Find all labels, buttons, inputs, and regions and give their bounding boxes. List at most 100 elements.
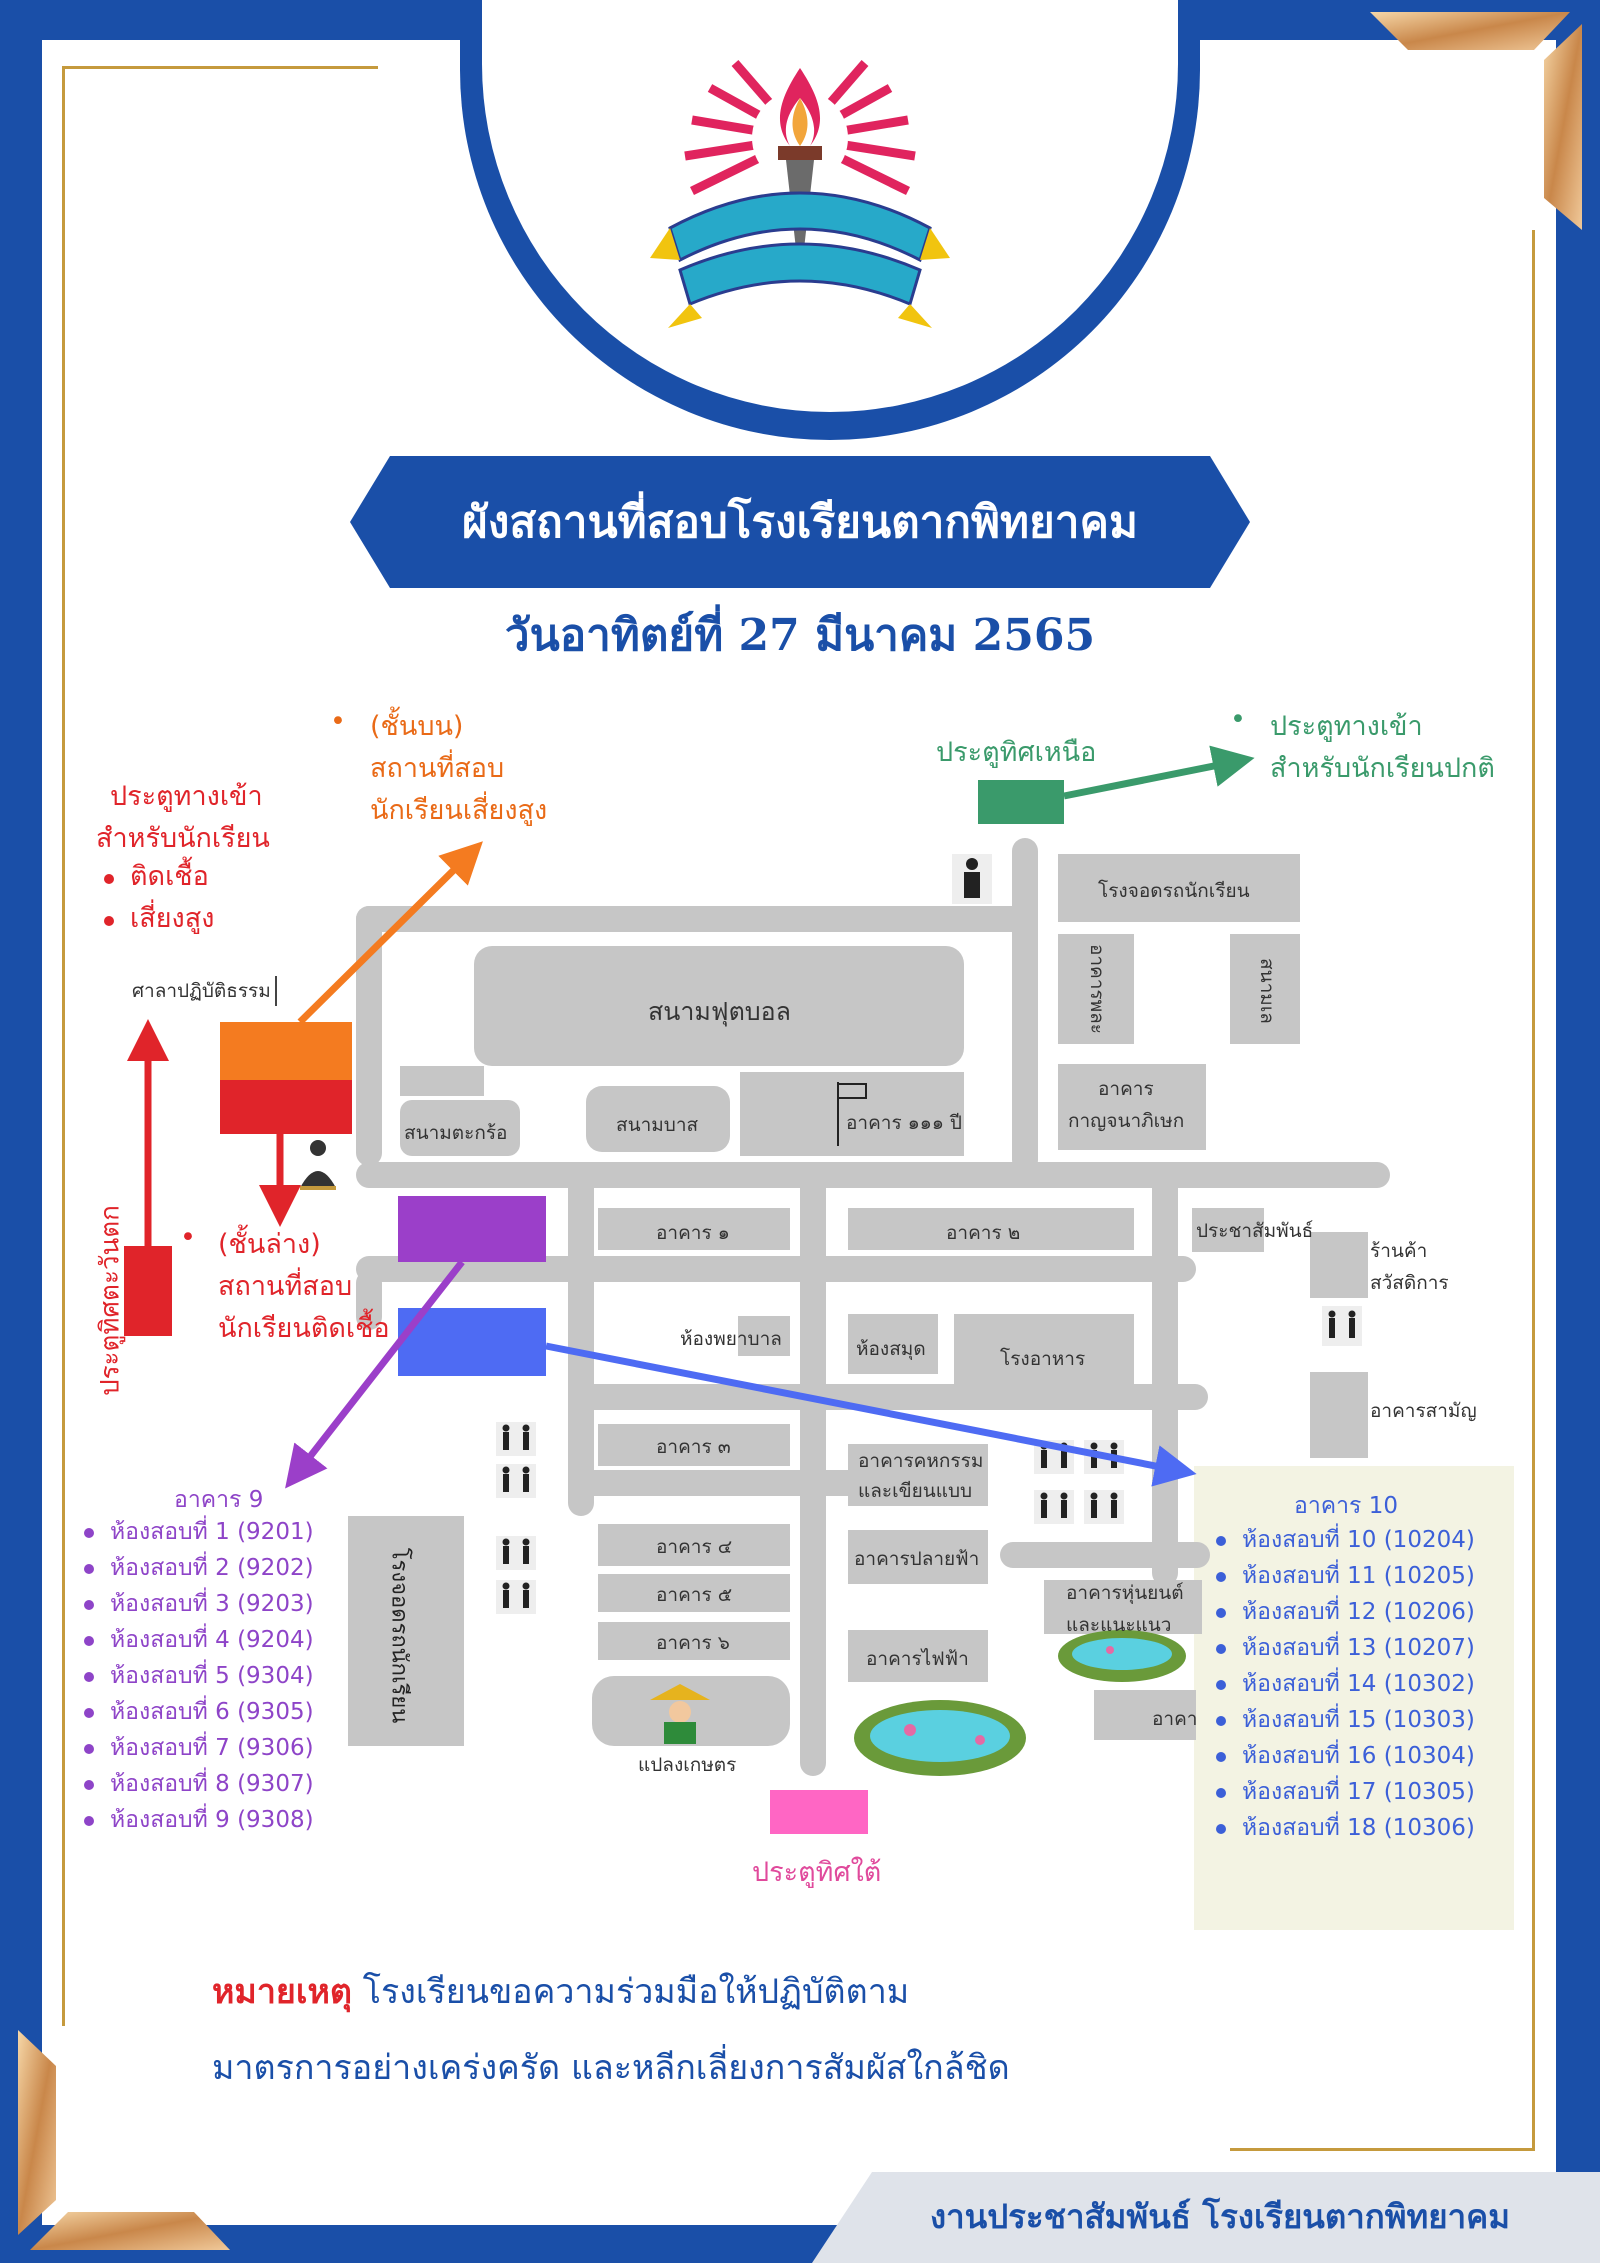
farmer-icon — [650, 1684, 710, 1744]
title-banner — [350, 456, 1250, 588]
south-gate-label: ประตูทิศใต้ — [752, 1857, 882, 1888]
pond-icons — [854, 1630, 1186, 1776]
left-gate-title-2: สำหรับนักเรียน — [96, 823, 270, 854]
takraw-label: สนามตะกร้อ — [404, 1122, 508, 1144]
torch-logo-icon — [650, 60, 950, 328]
corner-ornament-top-right — [1370, 12, 1582, 230]
upper-floor-line2: สถานที่สอบ — [370, 753, 505, 784]
note-text-1: โรงเรียนขอความร่วมมือให้ปฏิบัติตาม — [362, 1972, 910, 2012]
list-item: ห้องสอบที่ 7 (9306) — [80, 1730, 314, 1766]
footer-text: งานประชาสัมพันธ์ โรงเรียนตากพิทยาคม — [930, 2196, 1510, 2236]
b5-label: อาคาร ๕ — [656, 1584, 733, 1606]
basketball-label: สนามบาส — [616, 1114, 699, 1136]
exam-date: วันอาทิตย์ที่ 27 มีนาคม 2565 — [504, 610, 1096, 661]
upper-floor-bullet: • — [330, 706, 346, 737]
partial-building-label: อาคา — [1152, 1708, 1198, 1730]
building10-marker — [398, 1308, 546, 1376]
north-gate-marker — [978, 780, 1064, 824]
football-label: สนามฟุตบอล — [648, 997, 792, 1026]
library-label: ห้องสมุด — [856, 1338, 926, 1360]
parking-top-label: โรงจอดรถนักเรียน — [1098, 880, 1250, 902]
list-item: ห้องสอบที่ 15 (10303) — [1212, 1702, 1475, 1738]
north-gate-label: ประตูทิศเหนือ — [936, 737, 1097, 768]
b4-label: อาคาร ๔ — [656, 1536, 733, 1558]
b3-label: อาคาร ๓ — [656, 1436, 731, 1458]
pr-label: ประชาสัมพันธ์ — [1196, 1220, 1314, 1242]
list-item: ห้องสอบที่ 2 (9202) — [80, 1550, 314, 1586]
list-item: ห้องสอบที่ 16 (10304) — [1212, 1738, 1475, 1774]
upper-floor-line1: (ชั้นบน) — [370, 711, 464, 742]
list-item: ห้องสอบที่ 3 (9203) — [80, 1586, 314, 1622]
building10-panel — [1194, 1466, 1514, 1930]
north-entry-bullet: • — [1230, 704, 1246, 735]
building10-title: อาคาร 10 — [1294, 1493, 1398, 1519]
gold-line-left — [62, 66, 65, 2026]
page-title: ผังสถานที่สอบโรงเรียนตากพิทยาคม — [462, 497, 1138, 548]
note-label: หมายเหตุ — [212, 1972, 352, 2012]
building9-title: อาคาร 9 — [174, 1487, 264, 1513]
general-building-label: อาคารสามัญ — [1370, 1400, 1477, 1422]
list-item: ห้องสอบที่ 1 (9201) — [80, 1514, 314, 1550]
b2-label: อาคาร ๒ — [946, 1222, 1021, 1244]
left-gate-list: ติดเชื้อ เสี่ยงสูง — [100, 856, 214, 940]
sports-building-label: อาคารพละ — [1086, 943, 1109, 1035]
b111-label: อาคาร ๑๑๑ ปี — [846, 1112, 962, 1134]
list-item: ห้องสอบที่ 10 (10204) — [1212, 1522, 1475, 1558]
b1-label: อาคาร ๑ — [656, 1222, 730, 1244]
building9-room-list: ห้องสอบที่ 1 (9201) ห้องสอบที่ 2 (9202) … — [80, 1514, 314, 1838]
list-item: ติดเชื้อ — [100, 856, 214, 898]
list-item: ห้องสอบที่ 14 (10302) — [1212, 1666, 1475, 1702]
list-item: ห้องสอบที่ 11 (10205) — [1212, 1558, 1475, 1594]
b6-label: อาคาร ๖ — [656, 1632, 730, 1654]
corner-ornament-bottom-left — [18, 2030, 230, 2250]
kanchana-label: อาคาร — [1098, 1078, 1154, 1100]
electric-label: อาคารไฟฟ้า — [866, 1648, 969, 1670]
list-item: เสี่ยงสูง — [100, 898, 214, 940]
list-item: ห้องสอบที่ 4 (9204) — [80, 1622, 314, 1658]
lower-floor-bullet: • — [180, 1222, 196, 1253]
shop-label-1: ร้านค้า — [1370, 1240, 1428, 1262]
lower-floor-line3: นักเรียนติดเชื้อ — [218, 1313, 390, 1344]
gold-line-right — [1532, 230, 1535, 2150]
upper-floor-marker — [220, 1022, 352, 1080]
shop-label-2: สวัสดิการ — [1370, 1272, 1449, 1294]
lower-floor-line2: สถานที่สอบ — [218, 1271, 353, 1302]
list-item: ห้องสอบที่ 13 (10207) — [1212, 1630, 1475, 1666]
list-item: ห้องสอบที่ 18 (10306) — [1212, 1810, 1475, 1846]
list-item: ห้องสอบที่ 9 (9308) — [80, 1802, 314, 1838]
west-gate-marker — [124, 1246, 172, 1336]
upper-floor-line3: นักเรียนเสี่ยงสูง — [370, 795, 548, 826]
left-gate-title-1: ประตูทางเข้า — [110, 781, 263, 812]
north-entry-line2: สำหรับนักเรียนปกติ — [1270, 753, 1495, 784]
lower-floor-line1: (ชั้นล่าง) — [218, 1229, 321, 1260]
small-field-label: สนามเล — [1255, 958, 1278, 1024]
list-item: ห้องสอบที่ 12 (10206) — [1212, 1594, 1475, 1630]
list-item: ห้องสอบที่ 6 (9305) — [80, 1694, 314, 1730]
plaifah-label: อาคารปลายฟ้า — [854, 1548, 980, 1570]
nurse-label: ห้องพยาบาล — [680, 1328, 782, 1350]
list-item: ห้องสอบที่ 8 (9307) — [80, 1766, 314, 1802]
robot-label-1: อาคารหุ่นยนต์ — [1066, 1582, 1184, 1604]
canteen-label: โรงอาหาร — [1000, 1348, 1086, 1370]
gold-line-bottom — [1230, 2148, 1535, 2151]
north-entry-line1: ประตูทางเข้า — [1270, 711, 1423, 742]
note-line-1: หมายเหตุ โรงเรียนขอความร่วมมือให้ปฏิบัติ… — [212, 1964, 909, 2018]
lower-floor-marker — [220, 1080, 352, 1134]
south-gate-marker — [770, 1790, 868, 1834]
building10-room-list: ห้องสอบที่ 10 (10204) ห้องสอบที่ 11 (102… — [1212, 1522, 1475, 1846]
west-gate-label: ประตูทิศตะวันตก — [95, 1205, 126, 1396]
gold-line-top — [62, 66, 378, 69]
home-ec-label-2: และเขียนแบบ — [858, 1480, 973, 1502]
robot-label-2: และแนะแนว — [1066, 1614, 1172, 1636]
note-line-2: มาตรการอย่างเคร่งครัด และหลีกเลี่ยงการสั… — [212, 2048, 1010, 2088]
kanchana2-label: กาญจนาภิเษก — [1068, 1110, 1185, 1132]
sala-label: ศาลาปฏิบัติธรรม — [132, 976, 277, 1006]
list-item: ห้องสอบที่ 5 (9304) — [80, 1658, 314, 1694]
farm-label: แปลงเกษตร — [638, 1754, 737, 1776]
footer-banner — [812, 2172, 1600, 2263]
building9-marker — [398, 1196, 546, 1262]
list-item: ห้องสอบที่ 17 (10305) — [1212, 1774, 1475, 1810]
home-ec-label-1: อาคารคหกรรม — [858, 1450, 984, 1472]
